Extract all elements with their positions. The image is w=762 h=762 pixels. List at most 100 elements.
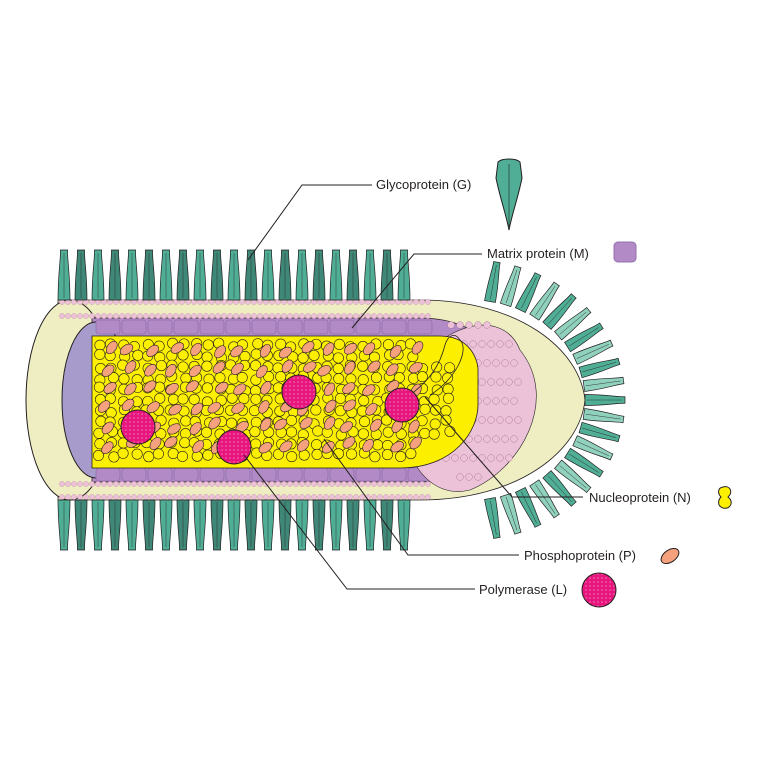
lipid-head <box>419 299 425 305</box>
glycoprotein-spike <box>346 499 360 551</box>
phosphoprotein-subunit <box>164 436 178 448</box>
nucleoprotein-subunit <box>428 428 440 440</box>
nucleocapsid-bead <box>505 416 513 424</box>
nucleocapsid-bead <box>456 473 464 481</box>
lipid-head <box>233 481 239 487</box>
leader-polymerase <box>243 454 475 590</box>
nucleocapsid-bead <box>505 378 513 386</box>
nucleoprotein-subunit <box>275 338 287 350</box>
lipid-head <box>377 494 383 500</box>
phosphoprotein-subunit <box>409 436 422 450</box>
glycoprotein-spike <box>193 499 207 551</box>
glycoprotein-spike <box>346 249 360 301</box>
nucleoprotein-subunit <box>214 372 226 384</box>
lipid-head <box>425 299 431 305</box>
nucleoprotein-subunit <box>177 393 189 405</box>
glycoprotein-spike <box>295 249 309 301</box>
glycoprotein-spike <box>582 376 625 392</box>
label-glycoprotein: Glycoprotein (G) <box>376 177 472 192</box>
nucleoprotein-subunit <box>92 450 104 462</box>
lipid-head <box>359 481 365 487</box>
lipid-head <box>317 494 323 500</box>
lipid-head <box>101 494 107 500</box>
glycoprotein-spike <box>529 281 560 321</box>
nucleoprotein-subunit <box>286 451 298 463</box>
lipid-head <box>395 481 401 487</box>
lipid-head <box>365 481 371 487</box>
glycoprotein-spike <box>244 499 258 551</box>
lipid-head <box>245 313 251 319</box>
phosphoprotein-subunit <box>323 416 336 430</box>
nucleoprotein-subunit <box>381 414 393 426</box>
glycoprotein-spike <box>363 249 377 301</box>
phosphoprotein-subunit <box>165 382 179 395</box>
nucleoprotein-subunit <box>250 393 262 405</box>
phosphoprotein-subunit <box>106 340 118 355</box>
lipid-head <box>299 494 305 500</box>
phosphoprotein-subunit <box>188 364 202 378</box>
phosphoprotein-subunit <box>214 345 227 359</box>
lipid-head <box>287 481 293 487</box>
polymerase-disc <box>120 409 156 445</box>
lipid-head <box>221 299 227 305</box>
lipid-head <box>227 481 233 487</box>
lipid-head <box>65 313 71 319</box>
nucleocapsid-loop <box>409 335 464 396</box>
lipid-head <box>413 494 419 500</box>
matrix-protein-block <box>225 319 251 335</box>
phosphoprotein-subunit <box>324 399 337 413</box>
lipid-head <box>65 494 71 500</box>
lipid-head <box>347 481 353 487</box>
lipid-head <box>245 494 251 500</box>
glycoprotein-spike <box>159 249 173 301</box>
glycoprotein-spike <box>484 497 501 539</box>
nucleocapsid-bead <box>465 473 473 481</box>
phosphoprotein-subunit <box>231 362 244 376</box>
lipid-head <box>305 481 311 487</box>
nucleoprotein-subunit <box>357 360 369 372</box>
lipid-head <box>173 313 179 319</box>
nucleocapsid-bead <box>447 321 455 329</box>
lipid-head <box>269 313 275 319</box>
lipid-head <box>425 494 431 500</box>
glycoprotein-spike <box>499 265 522 308</box>
lipid-head <box>167 313 173 319</box>
lipid-head <box>311 313 317 319</box>
lipid-head <box>323 494 329 500</box>
nucleoprotein-subunit <box>249 426 261 438</box>
lipid-head <box>383 494 389 500</box>
lipid-head <box>359 299 365 305</box>
lipid-head <box>155 313 161 319</box>
glycoprotein-spike <box>74 249 88 301</box>
lipid-head <box>371 313 377 319</box>
legend-icons <box>495 158 732 608</box>
phosphoprotein-subunit <box>323 382 336 397</box>
lipid-head <box>59 481 65 487</box>
lipid-head <box>95 313 101 319</box>
glycoprotein-spike <box>397 499 411 551</box>
glycoprotein-spike <box>397 249 411 301</box>
glycoprotein-spike <box>542 293 577 330</box>
nucleoprotein-subunit <box>94 348 106 360</box>
phosphoprotein-subunits <box>97 340 424 454</box>
lipid-head <box>209 481 215 487</box>
nucleocapsid-bead <box>514 416 522 424</box>
label-nucleoprotein: Nucleoprotein (N) <box>589 490 691 505</box>
nucleoprotein-subunit <box>238 393 250 405</box>
phosphoprotein-subunit <box>369 418 382 432</box>
lipid-head <box>293 481 299 487</box>
nucleocapsid-bead <box>487 454 495 462</box>
glycoprotein-spike <box>554 306 592 341</box>
nucleocapsid-bead <box>478 416 486 424</box>
matrix-protein-block <box>121 319 147 335</box>
lipid-head <box>323 299 329 305</box>
lipid-head <box>341 313 347 319</box>
nucleoprotein-subunit <box>131 448 143 460</box>
nucleoprotein-subunit <box>177 349 189 361</box>
phosphoprotein-subunit <box>389 345 402 359</box>
phosphoprotein-subunit <box>231 402 245 414</box>
glycoprotein-spike <box>578 357 621 379</box>
lipid-head <box>395 313 401 319</box>
lipid-head <box>107 494 113 500</box>
lipid-head <box>137 299 143 305</box>
